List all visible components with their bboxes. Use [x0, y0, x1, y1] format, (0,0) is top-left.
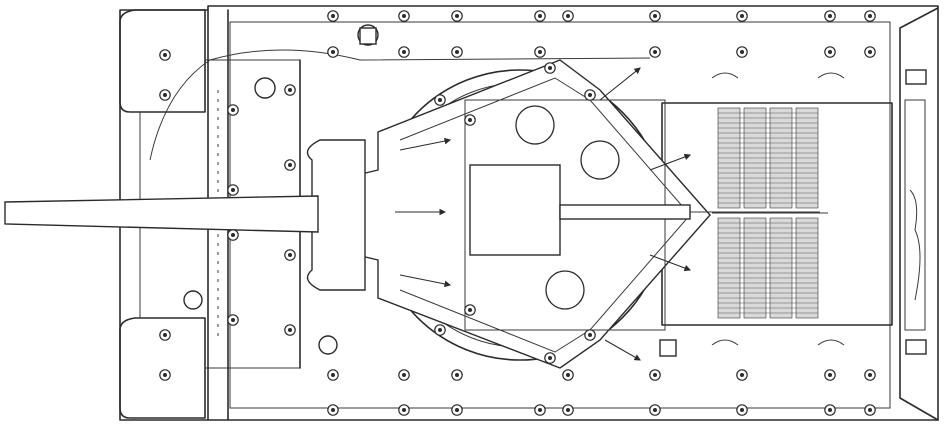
gun-breech	[469, 164, 561, 256]
front-fender-top	[119, 9, 206, 113]
front-fender-bottom	[119, 317, 206, 419]
grill-slats	[718, 112, 818, 314]
engine-grills	[712, 107, 828, 319]
direction-arrows	[395, 67, 692, 361]
hull-bolts-top	[327, 10, 876, 58]
rear-plate	[899, 7, 939, 421]
front-lights	[183, 24, 379, 355]
gun-barrel	[4, 195, 319, 233]
antenna-cable	[149, 49, 651, 161]
rear-tools	[904, 69, 927, 355]
gun-mantlet	[306, 139, 366, 291]
gun-recoil-guard	[559, 204, 691, 220]
inner-deck-frame	[229, 21, 891, 409]
lifting-eyes	[659, 72, 845, 357]
